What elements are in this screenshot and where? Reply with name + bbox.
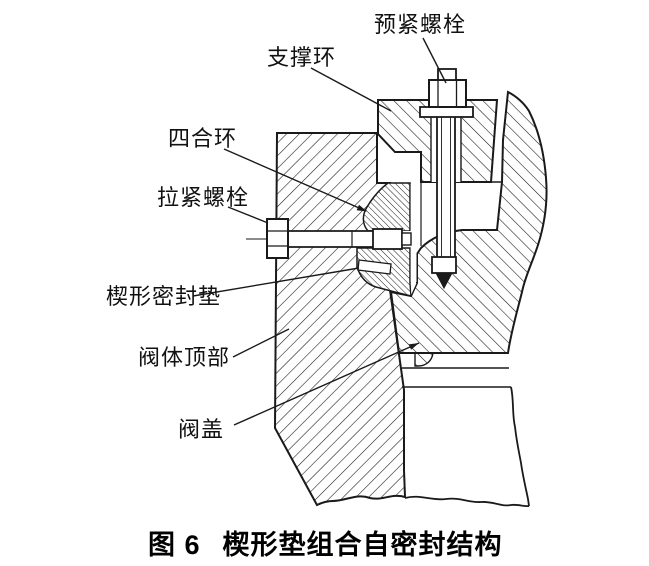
figure-caption: 图 6 楔形垫组合自密封结构 [148,523,503,562]
leader-pre-tightening-bolt [422,37,447,84]
tension-bolt-drawing [246,218,412,259]
arrowhead-bonnet [408,343,419,350]
label-bonnet: 阀盖 [178,417,225,442]
leader-bonnet [233,342,420,426]
label-wedge-seal-gasket: 楔形密封垫 [106,284,222,309]
label-tension-bolt: 拉紧螺栓 [157,185,250,210]
leader-four-piece-ring [223,148,367,212]
wedge-seal-gasket-section [357,259,392,275]
four-piece-ring-section [356,182,417,297]
leader-wedge-seal-gasket [192,267,360,297]
label-valve-body-top: 阀体顶部 [138,345,231,370]
leader-tension-bolt [227,206,269,224]
bonnet-and-body-wall-section [389,90,548,508]
figure-caption-number: 图 6 [148,530,201,560]
label-four-piece-ring: 四合环 [168,126,238,151]
arrowhead-four-piece-ring [356,204,367,212]
label-pre-tightening-bolt: 预紧螺栓 [374,12,467,37]
pre-tightening-bolt-drawing [419,68,474,290]
figure-caption-title: 楔形垫组合自密封结构 [222,530,503,560]
leader-lines [192,37,447,426]
leader-valve-body-top [232,328,290,358]
label-support-ring: 支撑环 [267,45,337,70]
leader-support-ring [310,67,392,112]
